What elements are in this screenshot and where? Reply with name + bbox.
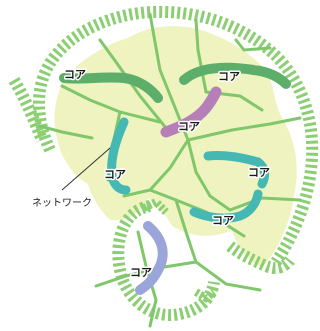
network-line bbox=[148, 188, 246, 238]
network-line bbox=[186, 138, 232, 212]
network-label: ネットワーク bbox=[32, 197, 92, 209]
core-label-bottom-right: コア bbox=[212, 214, 234, 227]
core-label-top-right: コア bbox=[218, 70, 240, 83]
network-line bbox=[38, 124, 94, 140]
network-callout-line bbox=[61, 147, 111, 191]
core-segments bbox=[59, 62, 291, 295]
core-segment-center bbox=[160, 86, 222, 138]
boundary-arcs bbox=[8, 5, 319, 322]
core-segment-bottom bbox=[135, 221, 168, 295]
network-line bbox=[60, 84, 162, 124]
network-line bbox=[228, 196, 302, 212]
core-label-bottom: コア bbox=[130, 266, 152, 279]
core-label-right: コア bbox=[248, 166, 270, 179]
chevron-marks bbox=[142, 197, 217, 303]
boundary-arc-top bbox=[33, 5, 319, 266]
boundary-arc-left bbox=[8, 76, 48, 143]
network-lines bbox=[38, 12, 302, 328]
core-segment-left bbox=[107, 117, 131, 195]
network-line bbox=[194, 18, 208, 94]
core-label-top-left: コア bbox=[64, 68, 86, 81]
chevron-mark-bottom bbox=[193, 288, 217, 303]
chevron-mark-center bbox=[142, 197, 169, 215]
network-line bbox=[186, 116, 302, 142]
boundary-arc-bottom-right bbox=[226, 241, 295, 274]
core-segment-top-right bbox=[179, 62, 291, 89]
core-segment-top-left bbox=[59, 72, 163, 103]
network-line bbox=[122, 138, 190, 198]
core-label-left: コア bbox=[104, 168, 126, 181]
region-area bbox=[54, 26, 297, 268]
core-label-center: コア bbox=[178, 120, 200, 133]
network-line bbox=[234, 38, 272, 52]
network-line bbox=[94, 260, 198, 288]
core-segment-bottom-right bbox=[189, 189, 263, 223]
core-segment-right bbox=[203, 151, 270, 189]
